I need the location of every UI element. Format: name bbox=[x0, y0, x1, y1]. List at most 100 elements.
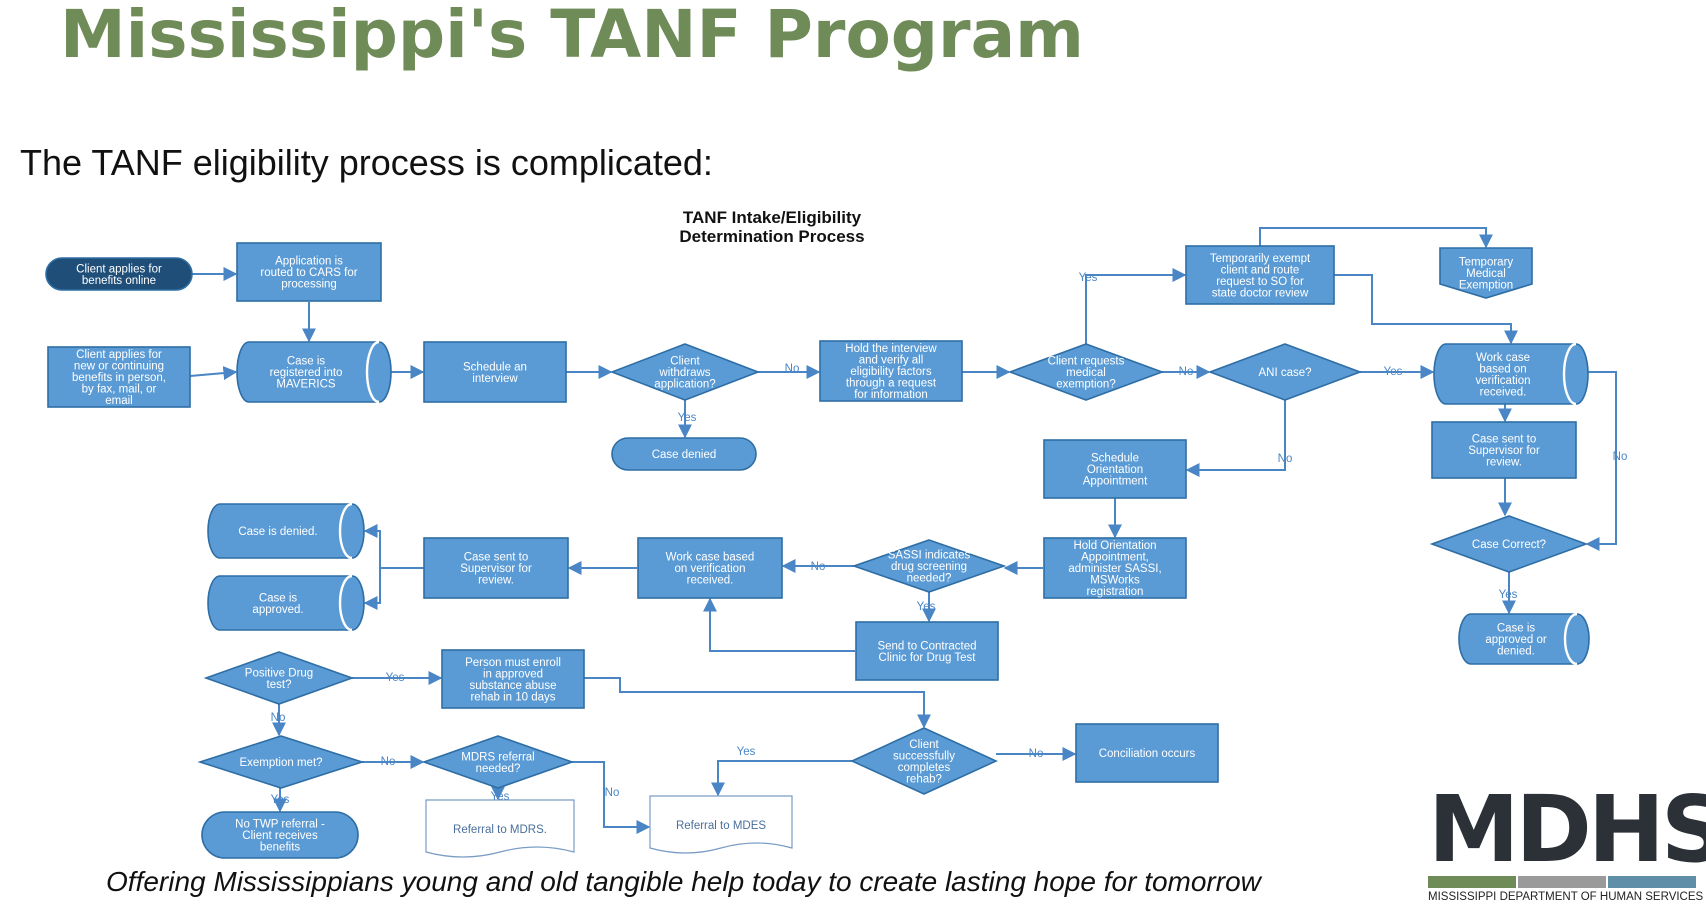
flow-node-n20-line-1: Clinic for Drug Test bbox=[879, 652, 977, 664]
flow-node-n23-line-0: Case is denied. bbox=[238, 526, 317, 538]
flow-node-n32: Referral to MDRS. bbox=[425, 799, 575, 858]
flow-node-n8-line-4: for information bbox=[854, 389, 928, 401]
flow-node-n8-line-2: eligibility factors bbox=[850, 366, 931, 378]
logo-caption: MISSISSIPPI DEPARTMENT OF HUMAN SERVICES bbox=[1428, 891, 1704, 903]
edge-label-l18: No bbox=[605, 787, 620, 799]
flow-node-n6-line-0: Client bbox=[670, 356, 700, 368]
flow-node-n4-line-2: MAVERICS bbox=[276, 379, 336, 391]
flow-node-n25-line-0: Positive Drug bbox=[245, 667, 313, 679]
flow-node-n16-line-1: approved or bbox=[1485, 634, 1547, 646]
flow-node-n20-line-0: Send to Contracted bbox=[877, 640, 976, 652]
connector-17 bbox=[1585, 371, 1617, 551]
flow-node-n17-line-0: Schedule bbox=[1091, 453, 1139, 465]
flow-node-n4-line-0: Case is bbox=[287, 356, 326, 368]
flow-node-n28: Conciliation occurs bbox=[1075, 723, 1219, 783]
flow-node-n27-line-1: successfully bbox=[893, 750, 955, 762]
flow-node-n12-line-0: ANI case? bbox=[1258, 367, 1311, 379]
edge-label-l14: No bbox=[1029, 748, 1044, 760]
flow-node-n3-line-3: by fax, mail, or bbox=[82, 384, 157, 396]
flow-node-n30-line-1: needed? bbox=[476, 763, 521, 775]
logo-bar-blue bbox=[1608, 876, 1696, 888]
edge-label-l1: No bbox=[785, 363, 800, 375]
flow-node-n18-line-2: administer SASSI, bbox=[1068, 563, 1161, 575]
connector-28 bbox=[584, 677, 931, 729]
flow-node-n24-line-0: Case is bbox=[259, 592, 298, 604]
flow-node-n29-line-0: Exemption met? bbox=[239, 757, 322, 769]
flow-node-n18-line-3: MSWorks bbox=[1090, 575, 1140, 587]
flow-node-n11-line-1: Medical bbox=[1466, 268, 1506, 280]
flow-node-n12: ANI case? bbox=[1207, 343, 1363, 401]
flow-node-n23: Case is denied. bbox=[207, 502, 365, 560]
flow-node-n16-line-2: denied. bbox=[1497, 646, 1535, 658]
connector-11 bbox=[1334, 274, 1518, 345]
page-title: Mississippi's TANF Program bbox=[60, 0, 1084, 73]
flow-node-n33: Referral to MDES bbox=[649, 795, 793, 854]
flow-node-n17-line-1: Orientation bbox=[1087, 464, 1143, 476]
edge-label-l17: Yes bbox=[271, 794, 290, 806]
edge-label-l10: Yes bbox=[917, 601, 936, 613]
flow-node-n7-line-0: Case denied bbox=[652, 449, 717, 461]
connector-3 bbox=[189, 366, 238, 381]
flow-node-n2-line-2: processing bbox=[281, 279, 337, 291]
flow-node-n27-line-2: completes bbox=[898, 762, 951, 774]
flow-node-n28-line-0: Conciliation occurs bbox=[1099, 748, 1196, 760]
flow-node-n6-line-1: withdraws bbox=[658, 367, 710, 379]
flow-node-n31-line-1: Client receives bbox=[242, 830, 318, 842]
flow-node-n15: Case Correct? bbox=[1429, 515, 1589, 573]
flow-node-n25-line-1: test? bbox=[267, 679, 292, 691]
flow-node-n31-line-2: benefits bbox=[260, 842, 301, 854]
flow-node-n32-line-0: Referral to MDRS. bbox=[453, 824, 547, 836]
edge-label-l9: No bbox=[811, 561, 826, 573]
flow-node-n30-line-0: MDRS referral bbox=[461, 751, 534, 763]
flow-node-n29: Exemption met? bbox=[197, 735, 365, 789]
flow-node-n2-line-1: routed to CARS for bbox=[260, 267, 357, 279]
connector-10 bbox=[1259, 227, 1493, 249]
flow-node-n3-line-4: email bbox=[105, 395, 132, 407]
flow-node-n11-line-2: Exemption bbox=[1459, 280, 1513, 292]
flow-node-n8-line-3: through a request bbox=[846, 378, 937, 390]
flow-node-n1-line-1: benefits online bbox=[82, 275, 156, 287]
flow-node-n10-line-1: client and route bbox=[1221, 264, 1300, 276]
mdhs-logo: MDHS MISSISSIPPI DEPARTMENT OF HUMAN SER… bbox=[1428, 780, 1706, 910]
flow-node-n8-line-1: and verify all bbox=[859, 355, 924, 367]
edge-label-l6: No bbox=[1278, 453, 1293, 465]
flow-node-n13-line-1: based on bbox=[1479, 363, 1526, 375]
flow-node-n13-line-0: Work case bbox=[1476, 352, 1530, 364]
flow-node-n24-line-1: approved. bbox=[252, 604, 303, 616]
flow-node-n4-line-1: registered into bbox=[270, 367, 343, 379]
flow-node-n8-line-0: Hold the interview bbox=[845, 343, 937, 355]
flow-node-n21-line-0: Work case based bbox=[666, 552, 755, 564]
flowchart-title-line2: Determination Process bbox=[679, 227, 864, 246]
tagline: Offering Mississippians young and old ta… bbox=[106, 866, 1261, 897]
flow-node-n21-line-2: received. bbox=[687, 575, 734, 587]
flow-node-n26-line-0: Person must enroll bbox=[465, 657, 561, 669]
logo-bar-gray bbox=[1518, 876, 1606, 888]
connector-26 bbox=[363, 568, 381, 610]
edge-label-l16: Yes bbox=[491, 791, 510, 803]
flow-node-n9-line-1: medical bbox=[1066, 367, 1106, 379]
flow-node-n5-line-1: interview bbox=[472, 373, 518, 385]
page-subtitle: The TANF eligibility process is complica… bbox=[20, 142, 713, 183]
edge-label-l12: No bbox=[271, 712, 286, 724]
flow-node-n14-line-1: Supervisor for bbox=[1468, 445, 1540, 457]
flowchart-title-line1: TANF Intake/Eligibility bbox=[683, 208, 862, 227]
flow-node-n22-line-0: Case sent to bbox=[464, 552, 529, 564]
